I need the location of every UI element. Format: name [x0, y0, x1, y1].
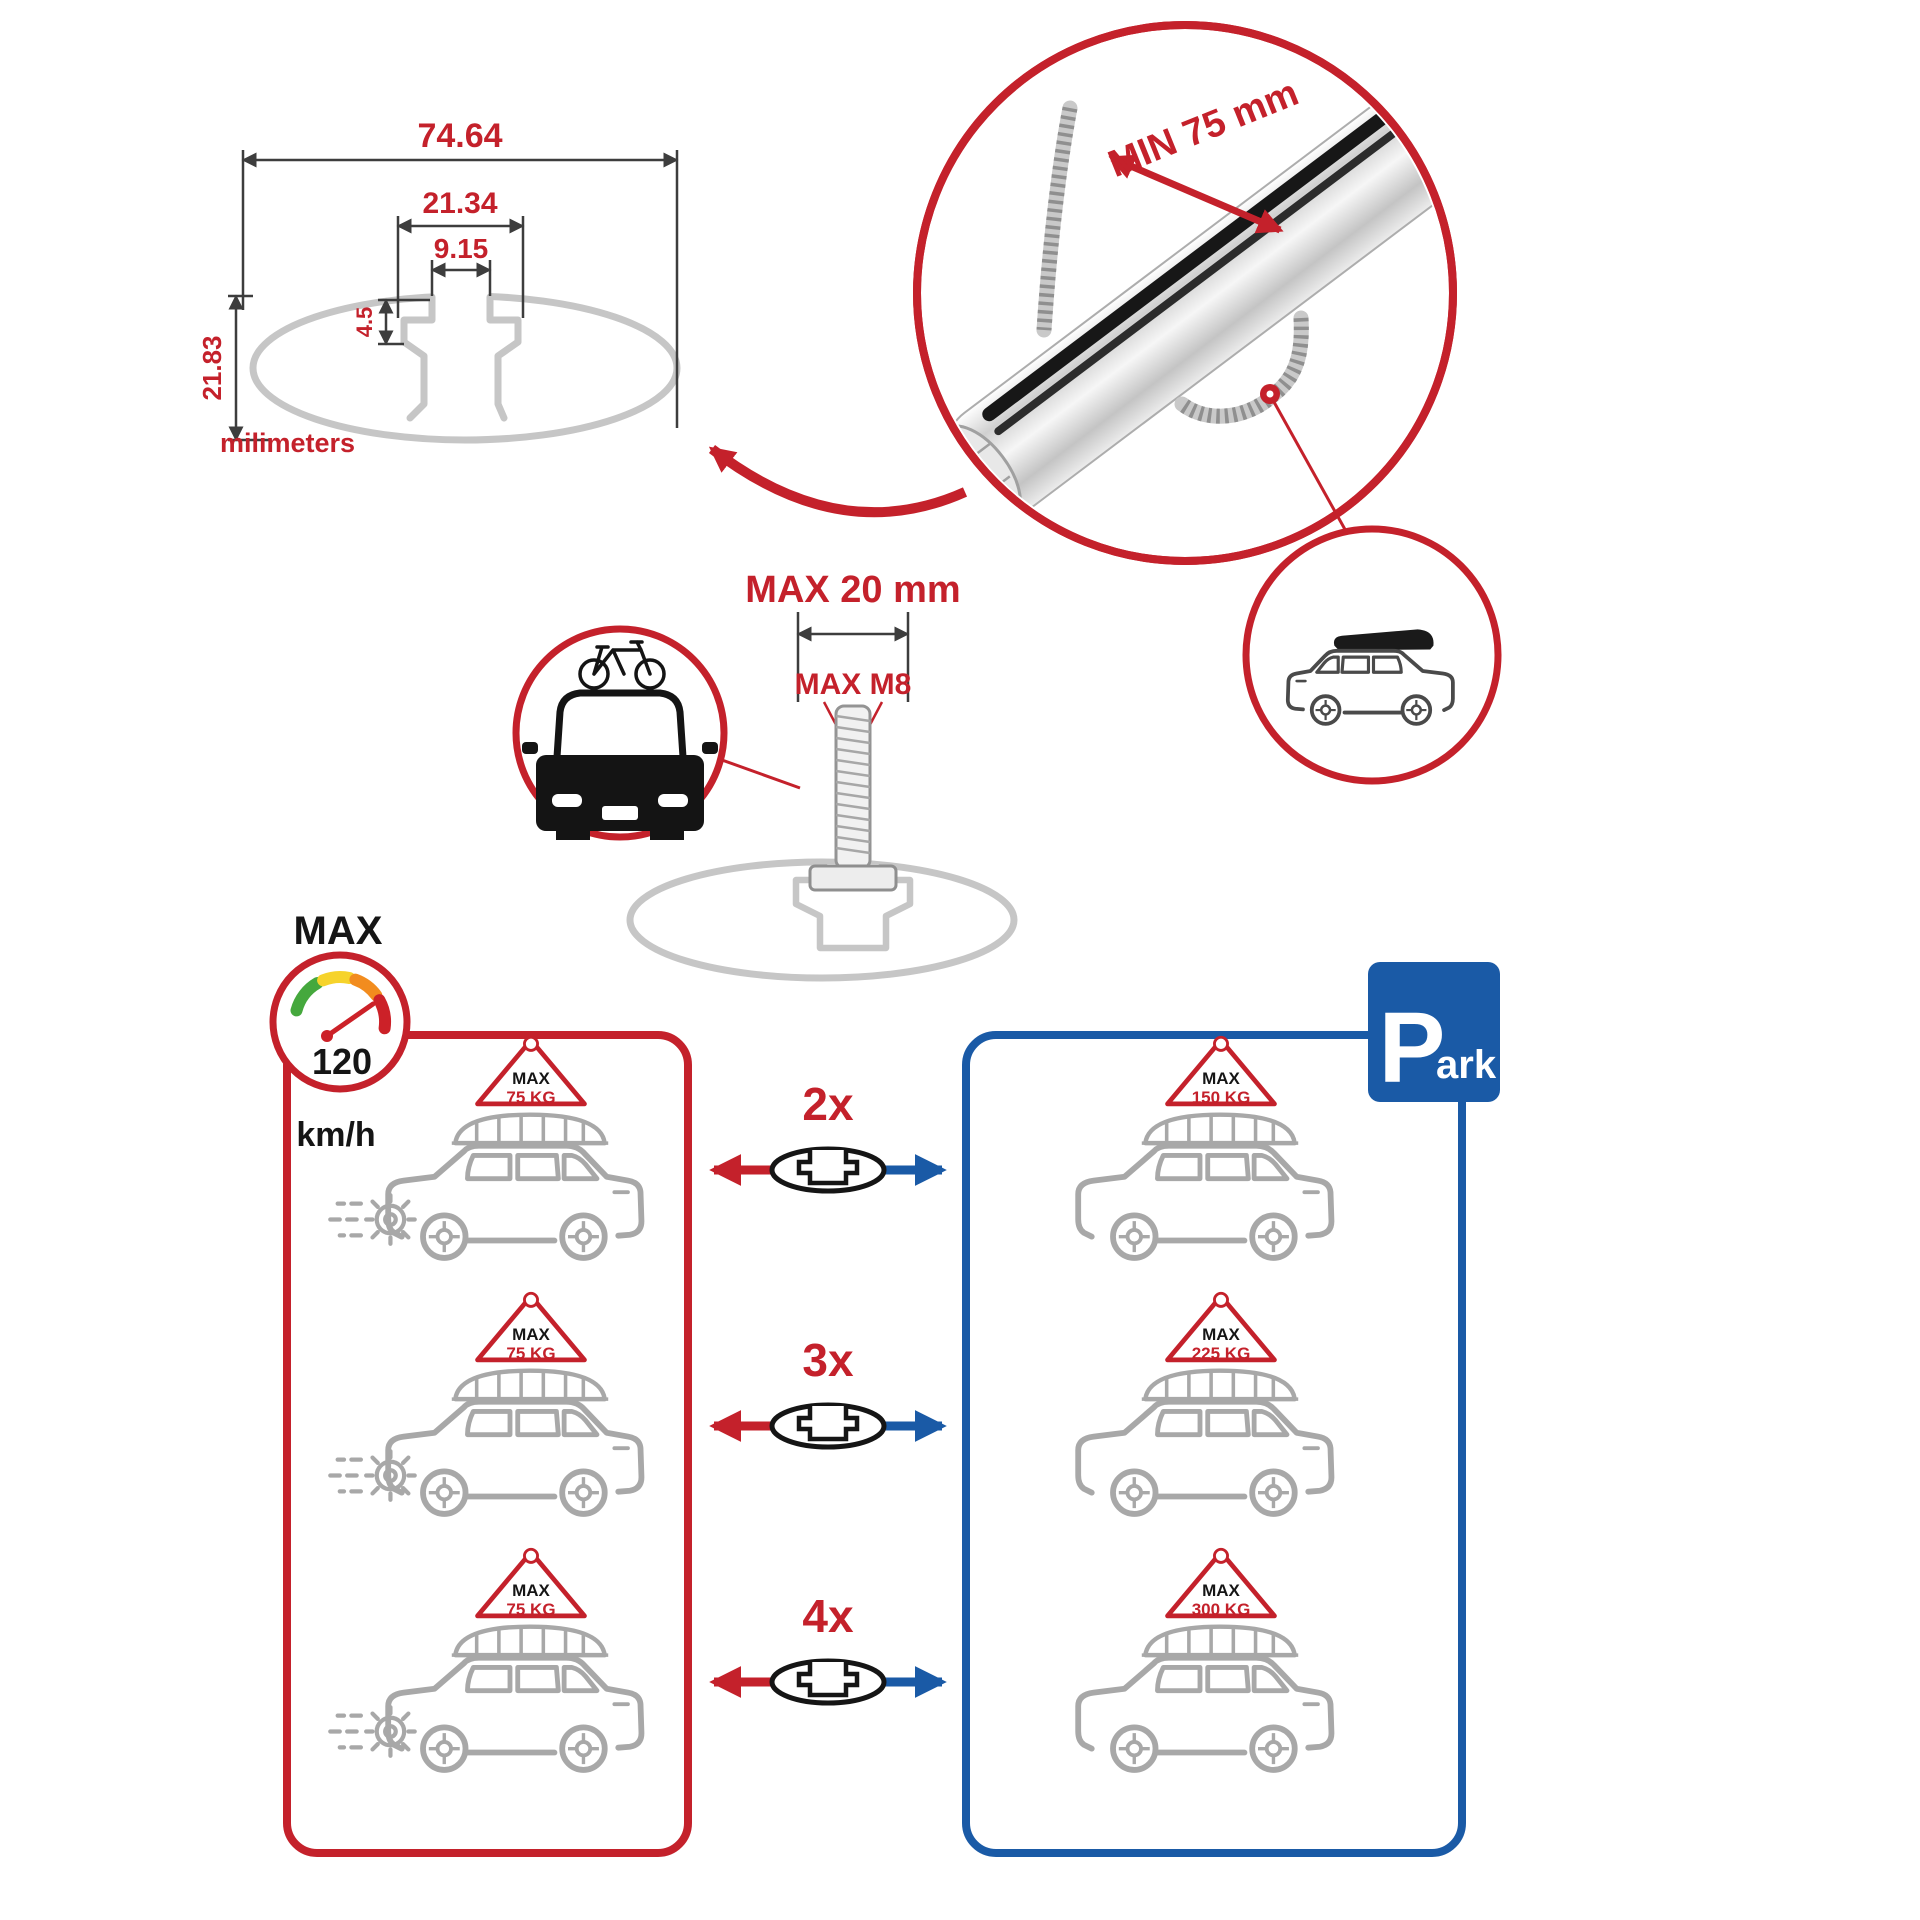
load-badge-kg-label: 75 KG	[506, 1088, 555, 1107]
multiplier-row-3: 4x	[709, 1590, 947, 1706]
headlight-left	[552, 794, 582, 807]
roof-basket	[452, 1627, 608, 1655]
car-outline	[1078, 1146, 1331, 1258]
speed-unit-label: km/h	[296, 1116, 375, 1154]
bike-car-badge	[512, 625, 801, 841]
wheel-left	[556, 831, 590, 840]
roofbox-car	[1285, 629, 1455, 726]
parking-sign-plate	[1368, 962, 1500, 1102]
parking-sign-p: P	[1379, 992, 1446, 1104]
bar-detail-circle: MIN 75 mm	[913, 21, 1457, 565]
profile-slot-gap	[431, 288, 489, 304]
bolt-diagram: MAX 20 mm MAX M8	[626, 569, 1018, 982]
multiplier-label: 4x	[802, 1590, 854, 1642]
roof-box	[1333, 629, 1434, 651]
multiplier-row-1: 2x	[709, 1078, 947, 1194]
profile-t-slot	[400, 293, 522, 422]
parked-car-row-1: MAX 150 KG	[1078, 1037, 1331, 1258]
dim-units-label: milimeters	[220, 428, 355, 458]
dim-total-width-label: 74.64	[417, 117, 502, 155]
moving-car-row-1: MAX 75 KG	[327, 1037, 641, 1258]
dot-to-car-connector	[1272, 401, 1354, 543]
dim-profile-height-label: 21.83	[197, 335, 227, 400]
bolt-t-head	[808, 864, 898, 892]
parking-sign-ark: ark	[1436, 1043, 1497, 1087]
moving-car-row-3: MAX 75 KG	[327, 1549, 641, 1770]
crossbar-section-slot	[796, 1662, 860, 1698]
multiplier-label: 2x	[802, 1078, 854, 1130]
moving-car-row-2: MAX 75 KG	[327, 1293, 641, 1514]
car-outline	[388, 1146, 641, 1258]
speedometer-needle	[324, 1001, 376, 1039]
roof-basket	[452, 1371, 608, 1399]
bar-circle-ring	[913, 21, 1457, 565]
badge-to-bolt-connector	[721, 758, 801, 790]
car-cabin	[553, 689, 687, 758]
multiplier-row-2: 3x	[709, 1334, 947, 1450]
load-badge-kg-label: 300 KG	[1192, 1600, 1251, 1619]
wheel-right	[650, 831, 684, 840]
roof-basket	[452, 1115, 608, 1143]
car-outline	[388, 1658, 641, 1770]
crossbar-section-slot	[796, 1150, 860, 1186]
bolt-threads	[835, 714, 871, 855]
speed-value: 120	[312, 1041, 372, 1082]
parked-cars-panel	[962, 1031, 1466, 1857]
dim-slot-outer-label: 21.34	[422, 187, 497, 220]
moving-cars-panel	[283, 1031, 692, 1857]
car-outline	[388, 1402, 641, 1514]
headlight-right	[658, 794, 688, 807]
roof-basket	[1142, 1627, 1298, 1655]
license-plate	[602, 806, 638, 820]
bar-to-profile-arrow	[708, 445, 968, 518]
parking-sign: P ark	[1368, 962, 1500, 1104]
car-mirror-right	[702, 742, 718, 754]
car-mirror-left	[522, 742, 538, 754]
bolt-locator-dot-center	[1266, 390, 1274, 398]
multiplier-label: 3x	[802, 1334, 854, 1386]
dim-slot-inner-label: 9.15	[434, 233, 489, 264]
load-badge-kg-label: 150 KG	[1192, 1088, 1251, 1107]
load-badge-kg-label: 75 KG	[506, 1344, 555, 1363]
car-front-body	[536, 755, 704, 831]
roofbox-circle-outline	[1242, 525, 1502, 785]
load-badge-max-label: MAX	[512, 1581, 550, 1600]
u-bolt-left	[1036, 100, 1078, 338]
crossbar-section-slot	[796, 1406, 860, 1442]
roof-basket	[1142, 1371, 1298, 1399]
bolt-dimension-lines	[796, 612, 910, 702]
load-badge-max-label: MAX	[1202, 1581, 1240, 1600]
load-badge-max-label: MAX	[1202, 1325, 1240, 1344]
speed-max-label: MAX	[294, 909, 383, 953]
dim-slot-depth-label: 4.5	[352, 307, 377, 338]
roof-basket	[1142, 1115, 1298, 1143]
min-spacing-arrow	[1108, 154, 1284, 234]
load-badge-max-label: MAX	[512, 1325, 550, 1344]
parked-car-row-3: MAX 300 KG	[1078, 1549, 1331, 1770]
roofbox-car-badge	[1242, 525, 1502, 785]
speedometer: MAX 120 km/h	[269, 909, 411, 1154]
bike-icon	[578, 640, 666, 690]
profile-dimension-drawing: 74.64 21.34 9.15 4.5 21.83 milimeters	[197, 117, 681, 458]
parked-car-row-2: MAX 225 KG	[1078, 1293, 1331, 1514]
dimension-lines	[228, 150, 679, 442]
car-outline	[1078, 1658, 1331, 1770]
load-badge-kg-label: 75 KG	[506, 1600, 555, 1619]
speedometer-arcs	[290, 971, 392, 1035]
speedometer-hub	[321, 1030, 333, 1042]
load-badge-kg-label: 225 KG	[1192, 1344, 1251, 1363]
max-bolt-length-label: MAX 20 mm	[745, 569, 960, 611]
load-badge-max-label: MAX	[512, 1069, 550, 1088]
max-thread-label: MAX M8	[795, 668, 912, 701]
car-outline	[1078, 1402, 1331, 1514]
load-badge-max-label: MAX	[1202, 1069, 1240, 1088]
profile-ellipse	[249, 292, 681, 444]
